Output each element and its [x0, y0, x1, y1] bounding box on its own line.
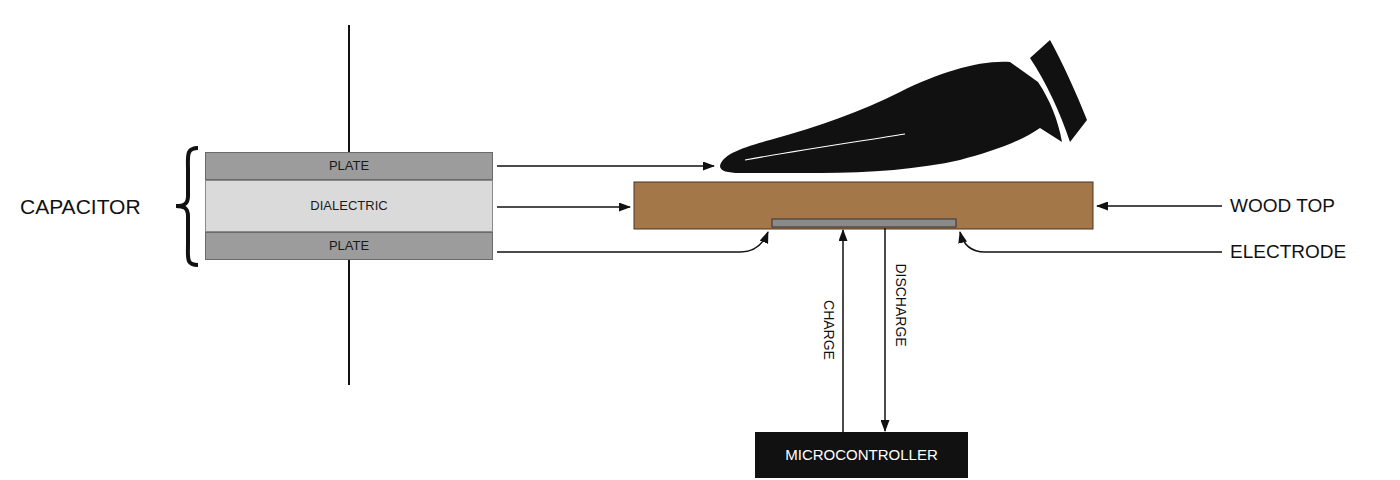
capacitor-plate: PLATE [205, 232, 493, 260]
signal-label: DISCHARGE [892, 263, 907, 346]
brace [176, 148, 198, 265]
part-label: CAPACITOR [20, 195, 141, 218]
electrode [772, 219, 956, 227]
discharge-arrow [884, 228, 886, 431]
leader-arrow [960, 232, 1222, 252]
node-label: PLATE [329, 159, 369, 173]
signal-label: CHARGE [820, 300, 835, 360]
leader-arrow [1097, 205, 1222, 207]
leader-arrow [497, 232, 768, 252]
node-label: MICROCONTROLLER [785, 447, 938, 464]
charge-arrow [842, 230, 844, 432]
part-label: WOOD TOP [1230, 196, 1335, 217]
node-label: DIALECTRIC [310, 199, 387, 213]
finger-line [745, 134, 905, 160]
capacitor-dielectric: DIALECTRIC [205, 180, 493, 232]
hand [720, 62, 1062, 173]
part-label: ELECTRODE [1230, 242, 1346, 263]
node-label: PLATE [329, 239, 369, 253]
leader-arrow [497, 206, 630, 208]
microcontroller-box: MICROCONTROLLER [755, 432, 968, 478]
wood-top [634, 182, 1093, 229]
hand-cuff [1030, 40, 1087, 142]
leader-arrow [497, 165, 714, 167]
capacitor-plate: PLATE [205, 152, 493, 180]
